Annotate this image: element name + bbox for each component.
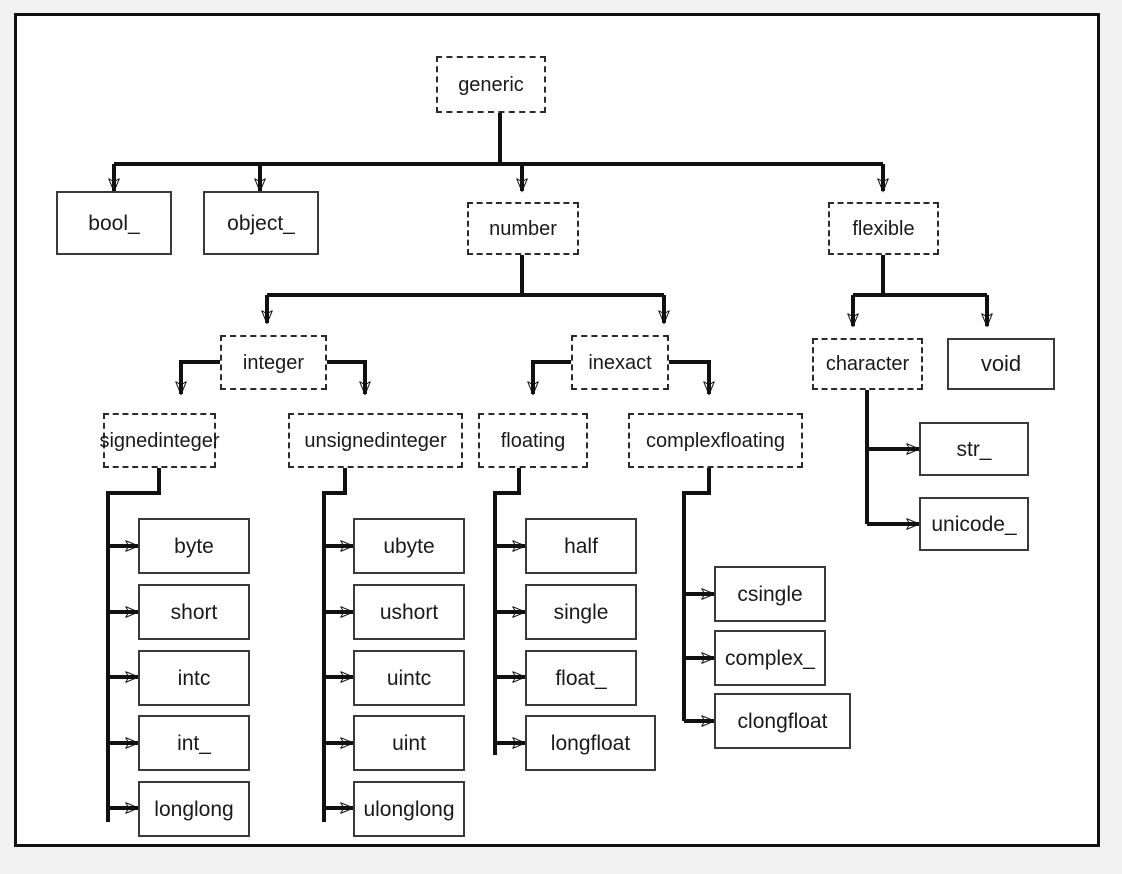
node-longlong[interactable]: longlong bbox=[138, 781, 250, 837]
node-label: floating bbox=[500, 429, 566, 452]
node-label: byte bbox=[174, 534, 214, 558]
node-label: csingle bbox=[737, 582, 803, 606]
node-label: object_ bbox=[227, 211, 295, 235]
node-character[interactable]: character bbox=[812, 338, 923, 390]
diagram-canvas: generic bool_ object_ number flexible in… bbox=[17, 16, 1097, 844]
node-label: ushort bbox=[379, 600, 439, 624]
node-label: flexible bbox=[852, 217, 915, 240]
node-number[interactable]: number bbox=[467, 202, 579, 255]
node-object[interactable]: object_ bbox=[203, 191, 319, 255]
node-longfloat[interactable]: longfloat bbox=[525, 715, 656, 771]
node-integer[interactable]: integer bbox=[220, 335, 327, 390]
node-label: character bbox=[825, 353, 910, 375]
node-label: str_ bbox=[956, 437, 992, 461]
node-signedinteger[interactable]: signedinteger bbox=[99, 413, 220, 468]
node-label: integer bbox=[242, 351, 305, 374]
node-inexact[interactable]: inexact bbox=[571, 335, 669, 390]
node-label: single bbox=[553, 600, 609, 624]
diagram-panel: generic bool_ object_ number flexible in… bbox=[14, 13, 1100, 847]
node-label: int_ bbox=[177, 731, 211, 755]
node-label: complex_ bbox=[725, 646, 815, 670]
node-ubyte[interactable]: ubyte bbox=[353, 518, 465, 574]
node-short[interactable]: short bbox=[138, 584, 250, 640]
node-label: number bbox=[489, 217, 557, 240]
node-label: uint bbox=[392, 731, 426, 755]
node-label: float_ bbox=[555, 666, 607, 690]
node-generic[interactable]: generic bbox=[436, 56, 546, 113]
node-str[interactable]: str_ bbox=[919, 422, 1029, 476]
node-label: unicode_ bbox=[931, 512, 1017, 536]
node-ulonglong[interactable]: ulonglong bbox=[353, 781, 465, 837]
node-bool[interactable]: bool_ bbox=[56, 191, 172, 255]
node-uint[interactable]: uint bbox=[353, 715, 465, 771]
node-label: void bbox=[980, 351, 1022, 376]
node-label: inexact bbox=[588, 351, 652, 374]
node-label: ubyte bbox=[383, 534, 435, 558]
node-label: short bbox=[170, 600, 218, 624]
node-single[interactable]: single bbox=[525, 584, 637, 640]
node-half[interactable]: half bbox=[525, 518, 637, 574]
node-unsignedinteger[interactable]: unsignedinteger bbox=[288, 413, 463, 468]
node-int[interactable]: int_ bbox=[138, 715, 250, 771]
node-intc[interactable]: intc bbox=[138, 650, 250, 706]
node-label: generic bbox=[458, 73, 524, 96]
node-label: uintc bbox=[386, 666, 432, 690]
node-ushort[interactable]: ushort bbox=[353, 584, 465, 640]
node-label: clongfloat bbox=[737, 709, 828, 733]
node-void[interactable]: void bbox=[947, 338, 1055, 390]
node-label: longlong bbox=[154, 797, 234, 821]
node-byte[interactable]: byte bbox=[138, 518, 250, 574]
node-uintc[interactable]: uintc bbox=[353, 650, 465, 706]
node-label: intc bbox=[177, 666, 211, 690]
node-csingle[interactable]: csingle bbox=[714, 566, 826, 622]
node-label: bool_ bbox=[88, 211, 140, 235]
node-flexible[interactable]: flexible bbox=[828, 202, 939, 255]
node-float[interactable]: float_ bbox=[525, 650, 637, 706]
node-label: complexfloating bbox=[646, 429, 785, 452]
node-floating[interactable]: floating bbox=[478, 413, 588, 468]
node-complexfloating[interactable]: complexfloating bbox=[628, 413, 803, 468]
node-label: longfloat bbox=[550, 731, 631, 755]
node-label: half bbox=[564, 534, 598, 558]
node-label: signedinteger bbox=[99, 429, 220, 452]
node-clongfloat[interactable]: clongfloat bbox=[714, 693, 851, 749]
node-unicode[interactable]: unicode_ bbox=[919, 497, 1029, 551]
node-label: ulonglong bbox=[363, 797, 455, 821]
node-complex[interactable]: complex_ bbox=[714, 630, 826, 686]
node-label: unsignedinteger bbox=[304, 429, 447, 452]
